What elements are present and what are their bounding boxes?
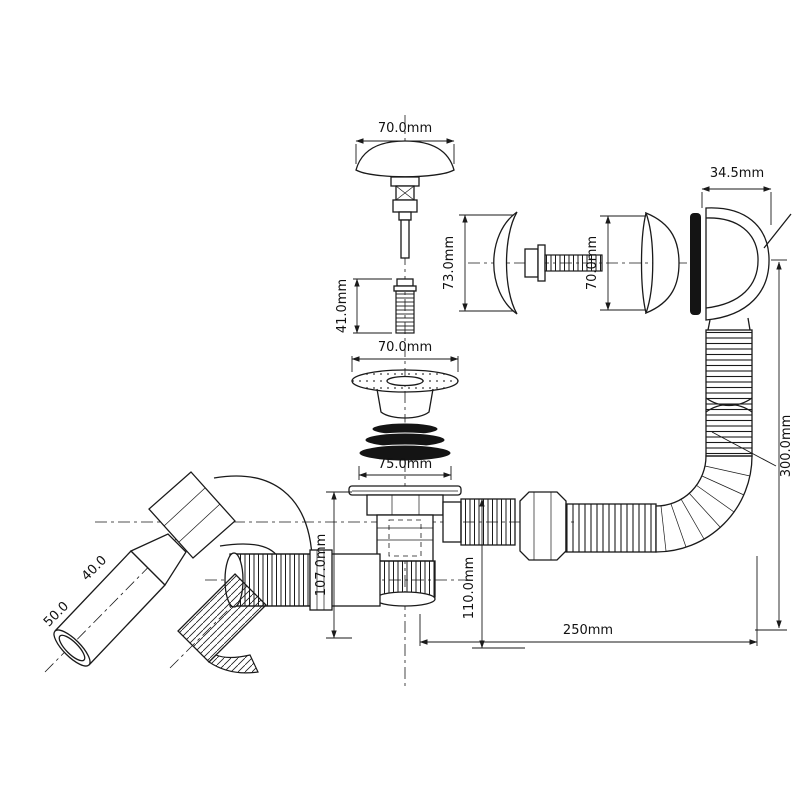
compression-nut: [519, 491, 567, 561]
dim-label-body-height: 107.0mm: [314, 534, 329, 597]
outlet-stub: [177, 573, 267, 674]
inlet-nut: [148, 471, 236, 559]
dim-inlet-bore: 40.0: [79, 553, 110, 584]
overflow-face-dome: [493, 211, 518, 315]
grub-screw: [393, 278, 417, 334]
dim-outlet-height: 110.0mm: [462, 498, 525, 649]
plug-cap-assembly: [355, 140, 455, 259]
dim-body-height: 107.0mm: [314, 491, 352, 639]
rubber-seals: [358, 422, 452, 462]
dim-horizontal-run: 250mm: [419, 556, 758, 646]
dim-label-inlet-outer: 50.0: [41, 599, 72, 630]
overflow-gasket: [690, 213, 701, 315]
dim-label-outlet-height: 110.0mm: [462, 557, 477, 620]
dim-inner-dome-height: 73.0mm: [442, 214, 514, 312]
dim-label-plug-cap-width: 70.0mm: [378, 121, 432, 136]
dim-overflow-depth: 34.5mm: [701, 166, 772, 225]
outlet-tail: [442, 498, 516, 546]
dim-label-seal-width: 75.0mm: [378, 457, 432, 472]
dim-hose-length: 300.0mm: [711, 259, 794, 631]
dim-label-horizontal-run: 250mm: [563, 623, 613, 638]
dim-screw-length: 41.0mm: [335, 278, 392, 334]
dim-label-inner-dome-height: 73.0mm: [442, 236, 457, 290]
dim-label-screw-length: 41.0mm: [335, 279, 350, 333]
overflow-screw: [524, 244, 603, 282]
strainer-flange: [351, 369, 459, 419]
dim-label-strainer-width: 70.0mm: [378, 340, 432, 355]
waste-body: [348, 485, 462, 607]
overflow-body: [705, 207, 792, 331]
dim-plug-cap-width: 70.0mm: [355, 121, 455, 164]
dim-seal-width: 75.0mm: [358, 457, 452, 480]
overflow-washer-dome: [640, 211, 680, 315]
dim-label-overflow-depth: 34.5mm: [710, 166, 764, 181]
dim-inlet-outer: 50.0: [41, 599, 72, 630]
dim-overflow-screw-length: 70.0mm: [585, 215, 646, 311]
dim-label-hose-length: 300.0mm: [779, 415, 794, 478]
dim-label-inlet-bore: 40.0: [79, 553, 110, 584]
dim-label-overflow-screw-length: 70.0mm: [585, 236, 600, 290]
flexible-hose: [565, 329, 753, 553]
inlet-tube: [53, 533, 187, 667]
dim-strainer-width: 70.0mm: [351, 340, 459, 372]
